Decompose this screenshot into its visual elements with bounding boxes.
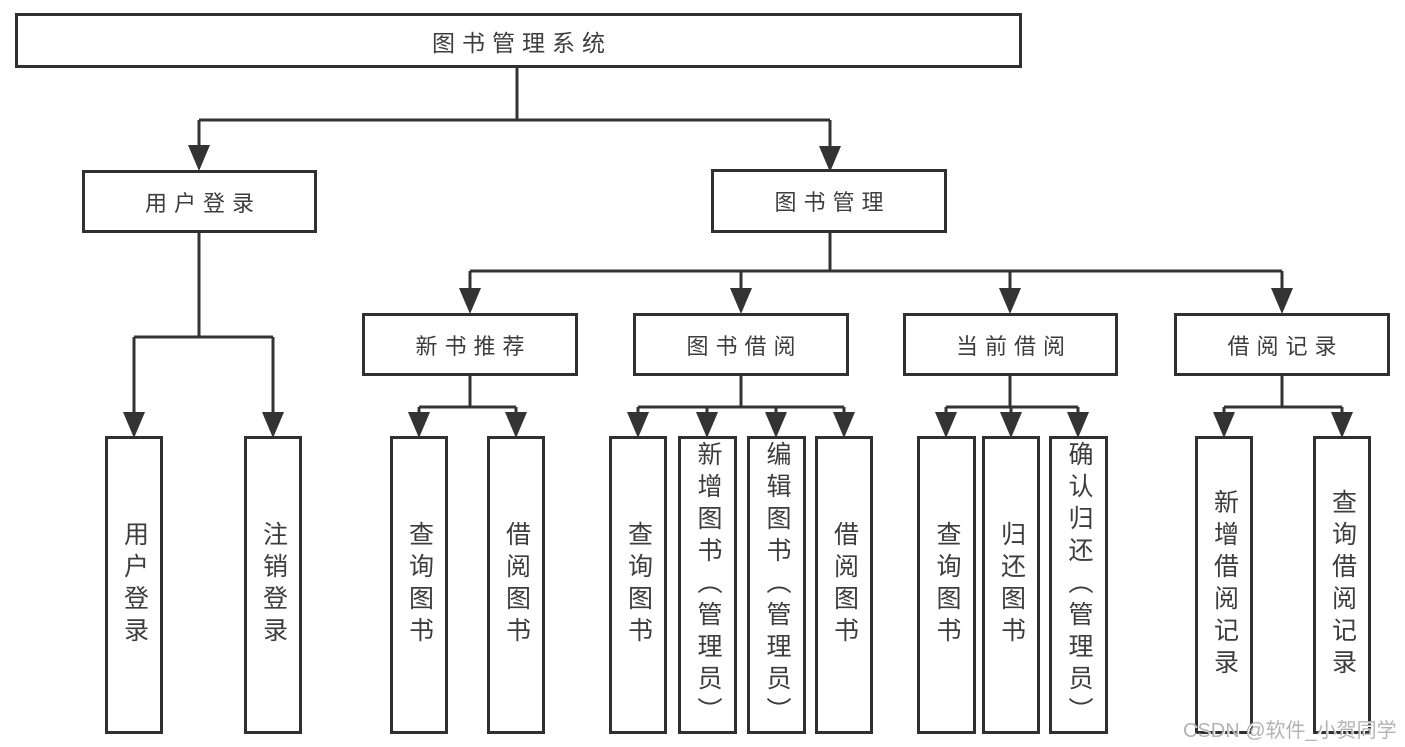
node-label: 新增图书（管理员） (694, 441, 722, 729)
node-label: 确认归还（管理员） (1065, 441, 1093, 729)
node-label: 用户登录 (144, 190, 261, 216)
connector-arrowhead (1271, 288, 1293, 314)
leaf-query-books-recommend: 查询图书 (390, 436, 448, 734)
connector-arrowhead (627, 412, 649, 438)
connector-arrowhead (1000, 412, 1022, 438)
connector-arrowhead (1331, 412, 1353, 438)
leaf-edit-book-admin: 编辑图书（管理员） (747, 436, 806, 734)
node-label: 当前借阅 (955, 333, 1072, 359)
node-label: 新增借阅记录 (1210, 489, 1239, 681)
connector-arrowhead (1213, 412, 1235, 438)
connector-arrowhead (999, 288, 1021, 314)
connector-arrowhead (505, 412, 527, 438)
connector-book-mgmt-to-level3 (468, 233, 1284, 291)
connector-arrowhead (123, 412, 145, 438)
node-label: 查询图书 (933, 521, 961, 649)
node-label: 新书推荐 (415, 333, 532, 359)
node-borrow-records: 借阅记录 (1174, 313, 1390, 376)
node-label: 查询借阅记录 (1328, 489, 1357, 681)
node-root-system: 图书管理系统 (15, 13, 1022, 68)
connector-arrowhead (262, 412, 284, 438)
node-label: 编辑图书（管理员） (763, 441, 791, 729)
connector-root-to-level2 (197, 68, 832, 150)
csdn-watermark: CSDN @软件_小贺同学 (1183, 720, 1397, 742)
connector-arrowhead (459, 288, 481, 314)
node-new-book-recommend: 新书推荐 (362, 313, 578, 376)
leaf-logout: 注销登录 (244, 436, 302, 734)
leaf-add-book-admin: 新增图书（管理员） (678, 436, 737, 734)
node-book-management-group: 图书管理 (711, 169, 947, 233)
connector-borrow-records-to-leaves (1222, 376, 1344, 415)
leaf-user-login: 用户登录 (105, 436, 163, 734)
leaf-confirm-return-admin: 确认归还（管理员） (1049, 436, 1108, 734)
node-label: 注销登录 (259, 521, 288, 649)
connector-arrowhead (408, 412, 430, 438)
node-label: 借阅图书 (830, 521, 859, 649)
connector-arrowhead (935, 412, 957, 438)
connector-user-login-to-leaves (132, 233, 275, 415)
node-label: 归还图书 (997, 521, 1026, 649)
connector-arrowhead (765, 412, 787, 438)
leaf-borrow-books-recommend: 借阅图书 (487, 436, 545, 734)
node-label: 借阅图书 (502, 521, 531, 649)
node-label: 借阅记录 (1227, 333, 1344, 359)
node-user-login-group: 用户登录 (82, 170, 317, 233)
node-label: 查询图书 (624, 521, 653, 649)
connector-book-borrow-to-leaves (636, 376, 846, 415)
connector-arrowhead (696, 412, 718, 438)
connector-arrowhead (833, 412, 855, 438)
leaf-return-book: 归还图书 (982, 436, 1040, 734)
node-label: 查询图书 (405, 521, 434, 649)
leaf-query-books-current: 查询图书 (917, 436, 976, 734)
connector-arrowhead (1067, 412, 1089, 438)
leaf-query-books-borrow: 查询图书 (609, 436, 667, 734)
leaf-query-borrow-record: 查询借阅记录 (1313, 436, 1371, 734)
connector-current-borrow-to-leaves (944, 376, 1080, 415)
node-book-borrow: 图书借阅 (633, 313, 849, 376)
node-current-borrow: 当前借阅 (903, 313, 1118, 376)
node-label: 图书借阅 (686, 333, 803, 359)
connector-arrowhead (730, 288, 752, 314)
leaf-borrow-books: 借阅图书 (815, 436, 873, 734)
connector-arrowhead (188, 145, 210, 171)
connector-new-book-to-leaves (417, 376, 518, 415)
leaf-add-borrow-record: 新增借阅记录 (1195, 436, 1253, 734)
node-label: 用户登录 (120, 521, 149, 649)
node-label: 图书管理 (774, 190, 891, 215)
node-label: 图书管理系统 (432, 29, 612, 56)
